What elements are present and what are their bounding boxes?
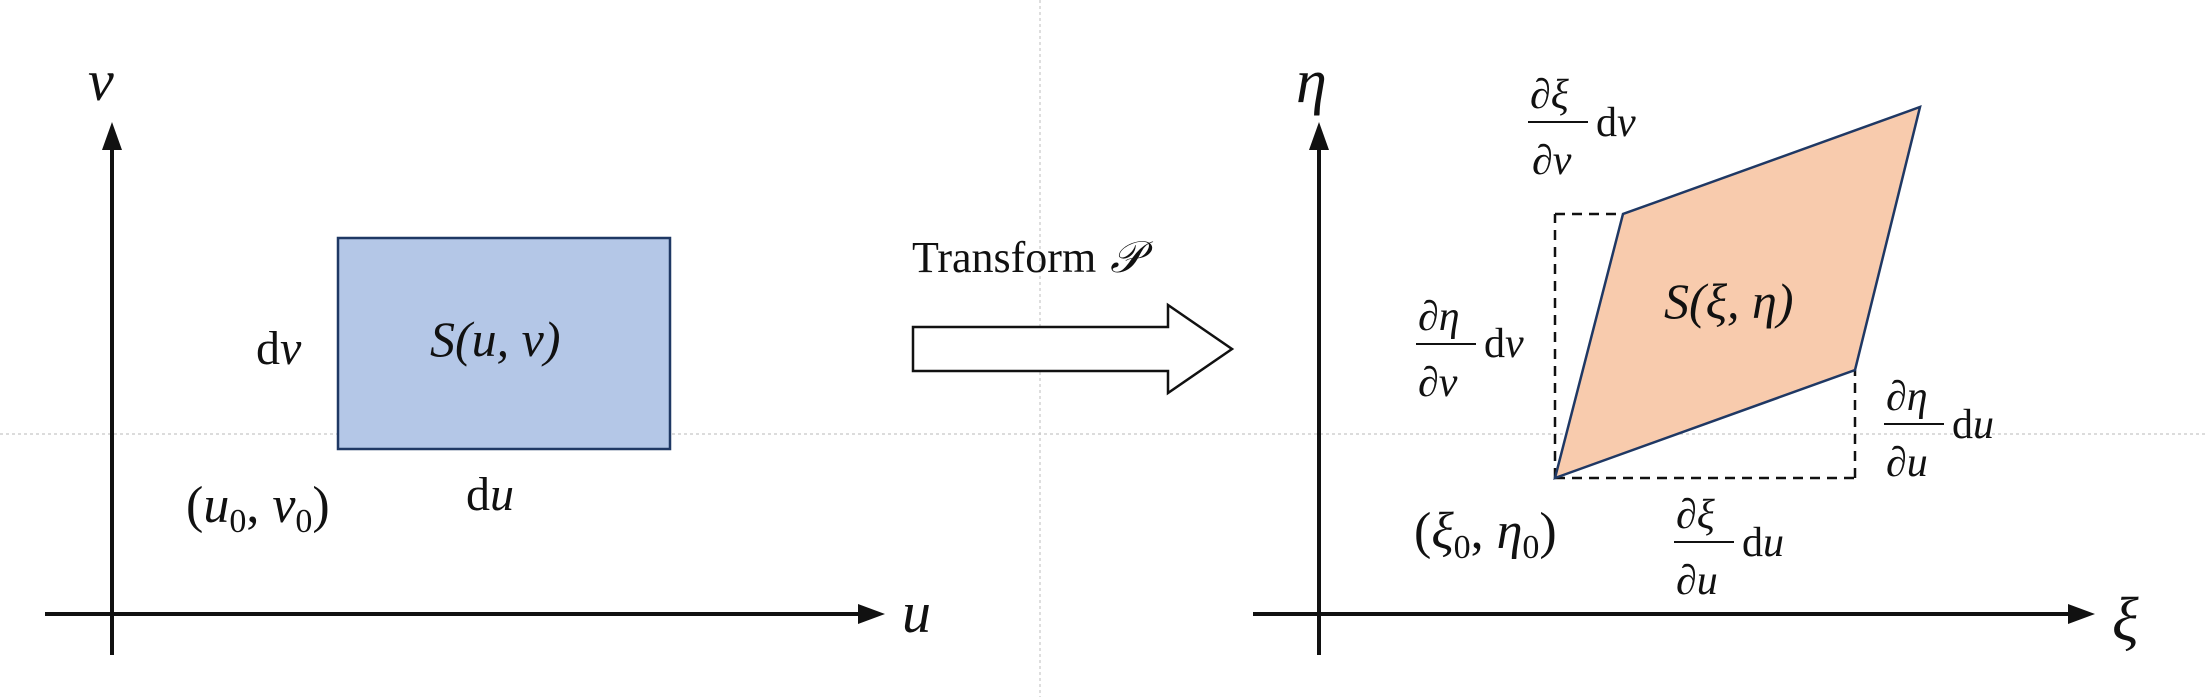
target-corner-point-label: (ξ0, η0) — [1414, 503, 1557, 566]
svg-text:∂η: ∂η — [1886, 374, 1928, 420]
partial-dxi-du-label: ∂ξ ∂u du — [1674, 492, 1784, 604]
left-y-axis — [102, 122, 122, 655]
left-panel: u v S(u, v) dv du (u0, v0) — [45, 48, 931, 655]
svg-text:dv: dv — [1596, 100, 1636, 146]
svg-text:du: du — [1952, 402, 1994, 448]
svg-text:∂v: ∂v — [1418, 360, 1458, 406]
source-rectangle — [336, 236, 672, 451]
svg-text:dv: dv — [1484, 321, 1524, 367]
right-axis-y-label: η — [1296, 48, 1327, 116]
left-x-axis — [45, 604, 885, 624]
svg-text:∂ξ: ∂ξ — [1530, 72, 1569, 118]
side-label-du: du — [466, 468, 514, 521]
left-axis-x-label: u — [902, 580, 931, 645]
svg-text:∂v: ∂v — [1532, 138, 1572, 184]
partial-deta-du-label: ∂η ∂u du — [1884, 374, 1994, 486]
svg-text:∂η: ∂η — [1418, 294, 1460, 340]
right-panel: ξ η S(ξ, η) (ξ0, η0) ∂ξ ∂v dv ∂η ∂v — [1253, 48, 2139, 655]
source-corner-point-label: (u0, v0) — [186, 477, 330, 540]
block-arrow-shape — [911, 302, 1235, 396]
partial-deta-dv-label: ∂η ∂v dv — [1416, 294, 1524, 406]
right-axis-x-label: ξ — [2112, 586, 2139, 654]
source-region-label: S(u, v) — [430, 311, 561, 367]
left-axis-y-label: v — [88, 48, 114, 113]
right-x-axis — [1253, 604, 2095, 624]
partial-dxi-dv-label: ∂ξ ∂v dv — [1528, 72, 1636, 184]
svg-text:∂ξ: ∂ξ — [1676, 492, 1715, 538]
target-region-label: S(ξ, η) — [1664, 273, 1794, 329]
target-parallelogram — [1553, 105, 1922, 480]
svg-text:∂u: ∂u — [1886, 440, 1928, 486]
svg-text:∂u: ∂u — [1676, 558, 1718, 604]
right-y-axis — [1309, 122, 1329, 655]
dashed-projection-lines — [1553, 212, 1857, 480]
svg-text:du: du — [1742, 520, 1784, 566]
side-label-dv: dv — [256, 322, 302, 375]
